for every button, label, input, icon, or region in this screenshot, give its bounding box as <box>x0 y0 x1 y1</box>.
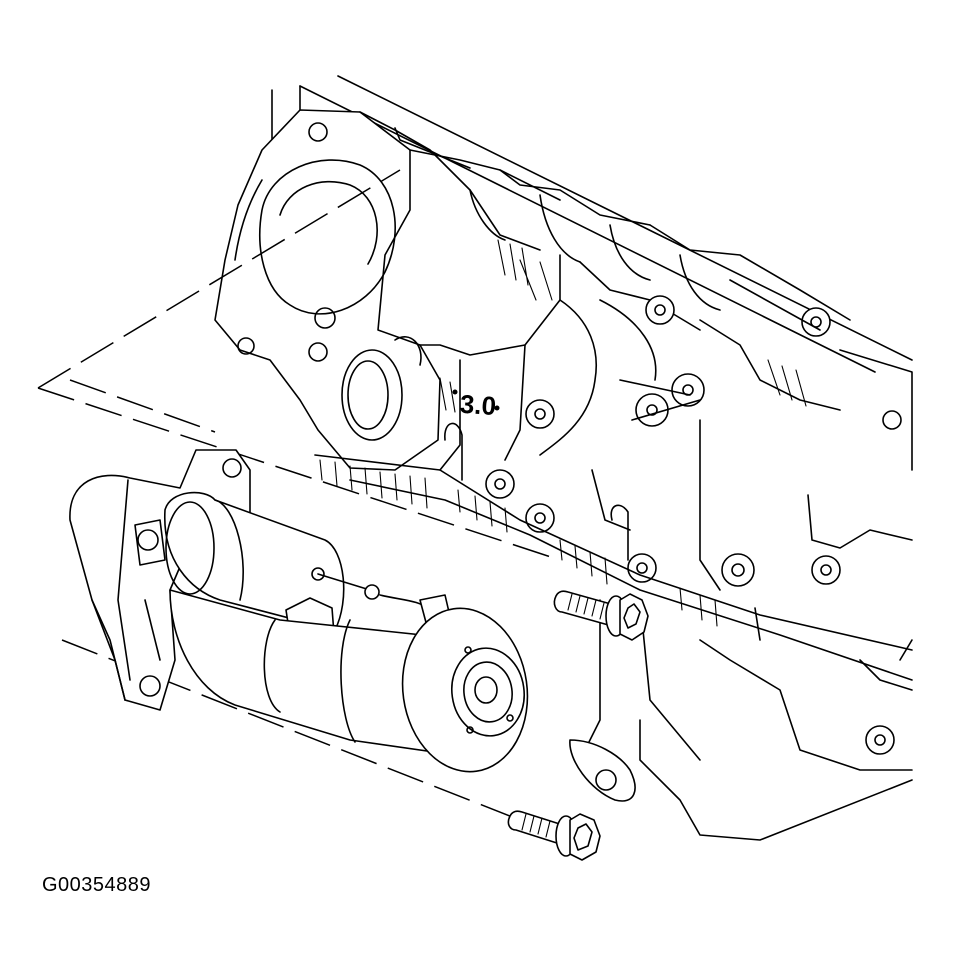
starter-lower-bolt <box>507 810 601 861</box>
engine-block: 3.0 <box>214 75 913 841</box>
starter-motor <box>69 449 529 773</box>
engine-size-marking: 3.0 <box>459 389 497 421</box>
figure-id-label: G00354889 <box>42 874 152 896</box>
block-bosses <box>485 295 902 755</box>
starter-upper-bolt <box>553 590 649 641</box>
casting-texture <box>319 239 807 627</box>
block-mounting-ear <box>569 739 636 802</box>
